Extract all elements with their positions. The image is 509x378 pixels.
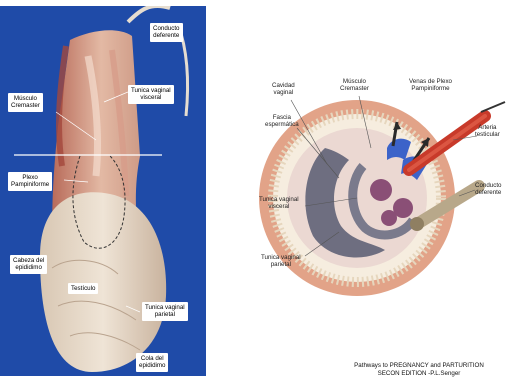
cross-section-diagram: Cavidad vaginal Músculo Cremaster Venas … bbox=[253, 66, 509, 324]
cross-section-illustration bbox=[253, 66, 509, 324]
label-arteria-testicular: Arteria testicular bbox=[475, 124, 500, 139]
label-venas-plexo: Venas de Plexo Pampiniforme bbox=[409, 78, 452, 93]
label-diagram-tunica-vaginal-visceral: Tunica vaginal visceral bbox=[259, 196, 299, 211]
label-conducto-deferente: Conducto deferente bbox=[150, 23, 183, 42]
label-fascia-espermatica: Fascia espermática bbox=[265, 114, 299, 129]
ductus-strand bbox=[128, 6, 170, 22]
label-diagram-conducto-deferente: Conducto deferente bbox=[475, 182, 502, 197]
label-cavidad-vaginal: Cavidad vaginal bbox=[272, 82, 295, 97]
label-musculo-cremaster: Músculo Cremaster bbox=[8, 93, 43, 112]
source-credit: Pathways to PREGNANCY and PARTURITION SE… bbox=[334, 362, 504, 377]
label-tunica-vaginal-visceral: Tunica vaginal visceral bbox=[128, 85, 174, 104]
label-plexo-pampiniforme: Plexo Pampiniforme bbox=[8, 172, 52, 191]
label-cabeza-epididimo: Cabeza del epididimo bbox=[10, 255, 47, 274]
dissection-photo: Conducto deferente Músculo Cremaster Tun… bbox=[0, 6, 206, 376]
label-testiculo: Testículo bbox=[68, 283, 98, 294]
label-cola-epididimo: Cola del epididimo bbox=[136, 353, 168, 372]
label-diagram-musculo-cremaster: Músculo Cremaster bbox=[340, 78, 369, 93]
testis-shape bbox=[40, 192, 166, 372]
label-tunica-vaginal-parietal: Tunica vaginal parietal bbox=[142, 302, 188, 321]
label-diagram-tunica-vaginal-parietal: Tunica vaginal parietal bbox=[261, 254, 301, 269]
